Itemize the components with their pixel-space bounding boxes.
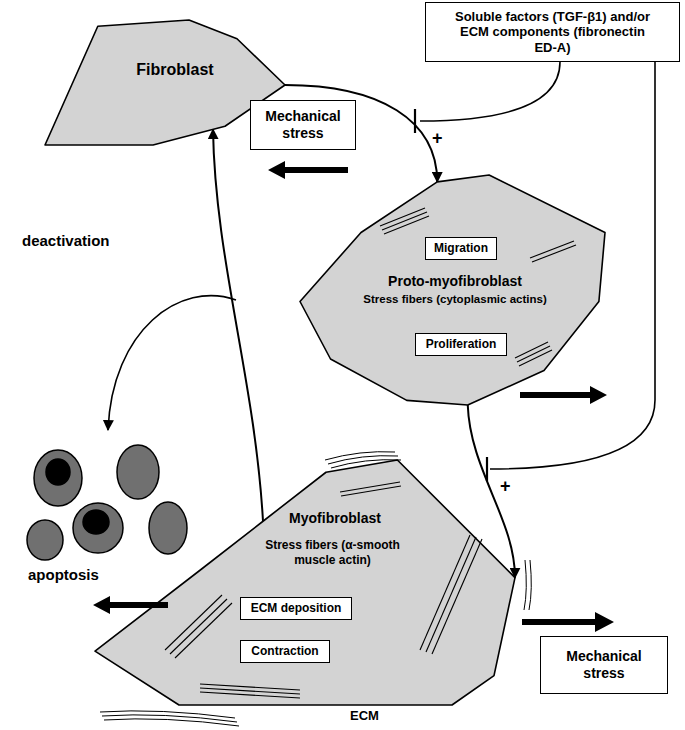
text-label: deactivation — [22, 232, 110, 249]
node-subtitle: Stress fibers (cytoplasmic actins) — [335, 292, 575, 306]
node-title: Migration — [434, 241, 488, 255]
process-box: Migration — [425, 237, 497, 260]
proto-myofibroblast-cell: Proto-myofibroblastStress fibers (cytopl… — [300, 175, 605, 405]
cell-outline — [300, 175, 605, 405]
node-title: Fibroblast — [115, 60, 235, 80]
process-box: ECM deposition — [240, 597, 352, 620]
text-label: apoptosis — [28, 566, 99, 583]
myofibroblast-cell: MyofibroblastStress fibers (α-smooth mus… — [95, 460, 515, 705]
node-title: Soluble factors (TGF-β1) and/or ECM comp… — [450, 9, 655, 56]
node-title: Contraction — [251, 644, 318, 658]
inhibition-line — [420, 62, 560, 121]
process-box: Contraction — [240, 640, 330, 663]
stress-box: Mechanical stress — [540, 636, 668, 694]
apoptotic-cells — [27, 445, 187, 560]
sign: + — [500, 476, 511, 497]
sign: + — [432, 128, 443, 149]
node-title: Mechanical stress — [554, 648, 654, 682]
stress-box: Mechanical stress — [250, 100, 356, 150]
transition-arrow — [213, 129, 263, 521]
factor-box: Soluble factors (TGF-β1) and/or ECM comp… — [425, 2, 680, 62]
cell-outline — [45, 20, 285, 145]
apoptosis-arrow — [108, 296, 236, 430]
process-box: Proliferation — [415, 333, 507, 356]
node-title: ECM deposition — [251, 601, 342, 615]
node-title: Mechanical stress — [257, 108, 349, 142]
cell-outline — [95, 460, 515, 705]
t-bar — [486, 457, 488, 481]
mechanical-stress-arrows — [93, 161, 614, 632]
t-bar — [414, 109, 416, 133]
node-subtitle: Stress fibers (α-smooth muscle actin) — [250, 538, 415, 568]
node-title: Proliferation — [426, 337, 497, 351]
node-title: Proto-myofibroblast — [360, 273, 550, 291]
node-title: Myofibroblast — [275, 510, 395, 528]
fibroblast-cell: Fibroblast — [45, 20, 285, 145]
text-label: ECM — [350, 708, 379, 723]
